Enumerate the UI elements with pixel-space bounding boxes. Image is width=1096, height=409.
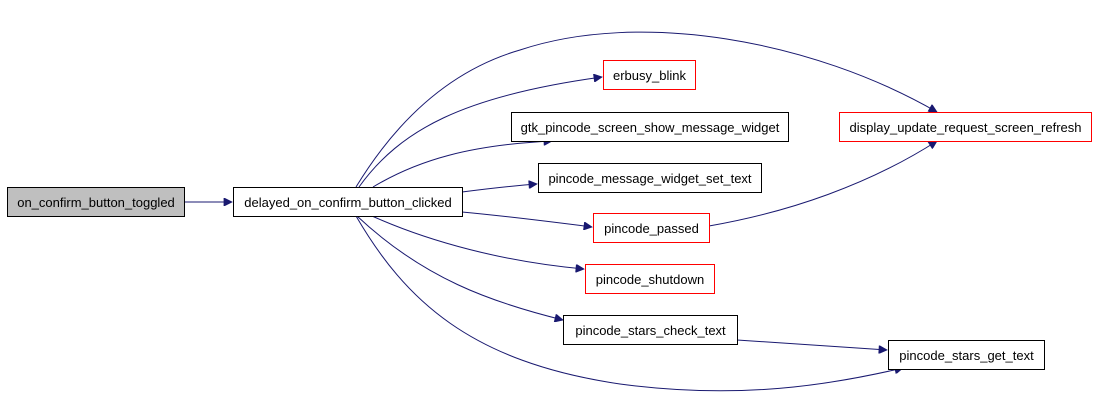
node-label-on_confirm_button_toggled: on_confirm_button_toggled: [17, 195, 175, 210]
node-box-delayed_on_confirm_button_clicked: [233, 187, 463, 217]
edge-delayed_on_confirm_button_clicked-to-erbusy_blink: [358, 77, 602, 188]
node-label-pincode_shutdown: pincode_shutdown: [596, 272, 704, 287]
node-label-erbusy_blink: erbusy_blink: [613, 68, 686, 83]
edge-delayed_on_confirm_button_clicked-to-pincode_stars_check_text: [356, 215, 563, 320]
edge-delayed_on_confirm_button_clicked-to-pincode_passed: [461, 211, 592, 227]
node-box-display_update_request_screen_refresh: [839, 112, 1092, 142]
node-box-pincode_passed: [593, 213, 710, 243]
node-gtk_pincode_screen_show_message_widget[interactable]: gtk_pincode_screen_show_message_widget: [511, 112, 789, 142]
edge-delayed_on_confirm_button_clicked-to-pincode_stars_get_text: [355, 215, 903, 392]
node-label-pincode_stars_check_text: pincode_stars_check_text: [575, 323, 726, 338]
edge-delayed_on_confirm_button_clicked-to-gtk_pincode_screen_show_message_widget: [372, 141, 552, 188]
edge-pincode_stars_check_text-to-pincode_stars_get_text: [736, 339, 887, 350]
node-pincode_passed[interactable]: pincode_passed: [593, 213, 710, 243]
edge-delayed_on_confirm_button_clicked-to-pincode_shutdown: [371, 215, 584, 269]
node-box-pincode_stars_check_text: [563, 315, 738, 345]
node-pincode_message_widget_set_text[interactable]: pincode_message_widget_set_text: [538, 163, 762, 193]
nodes-layer: on_confirm_button_toggled delayed_on_conf…: [7, 60, 1092, 370]
node-box-erbusy_blink: [603, 60, 696, 90]
node-pincode_shutdown[interactable]: pincode_shutdown: [585, 264, 715, 294]
edges-layer: [183, 31, 937, 392]
node-on_confirm_button_toggled: on_confirm_button_toggled: [7, 187, 185, 217]
node-label-pincode_stars_get_text: pincode_stars_get_text: [899, 348, 1034, 363]
node-pincode_stars_check_text[interactable]: pincode_stars_check_text: [563, 315, 738, 345]
node-box-pincode_stars_get_text: [888, 340, 1045, 370]
node-box-gtk_pincode_screen_show_message_widget: [511, 112, 789, 142]
node-delayed_on_confirm_button_clicked[interactable]: delayed_on_confirm_button_clicked: [233, 187, 463, 217]
node-box-pincode_shutdown: [585, 264, 715, 294]
node-display_update_request_screen_refresh[interactable]: display_update_request_screen_refresh: [839, 112, 1092, 142]
edge-pincode_passed-to-display_update_request_screen_refresh: [708, 141, 937, 227]
node-label-pincode_message_widget_set_text: pincode_message_widget_set_text: [548, 171, 751, 186]
node-pincode_stars_get_text[interactable]: pincode_stars_get_text: [888, 340, 1045, 370]
node-label-pincode_passed: pincode_passed: [604, 221, 699, 236]
edge-delayed_on_confirm_button_clicked-to-pincode_message_widget_set_text: [461, 184, 537, 193]
node-erbusy_blink[interactable]: erbusy_blink: [603, 60, 696, 90]
node-box-on_confirm_button_toggled: [7, 187, 185, 217]
node-box-pincode_message_widget_set_text: [538, 163, 762, 193]
node-label-display_update_request_screen_refresh: display_update_request_screen_refresh: [850, 120, 1082, 135]
node-label-delayed_on_confirm_button_clicked: delayed_on_confirm_button_clicked: [244, 195, 451, 210]
edge-delayed_on_confirm_button_clicked-to-display_update_request_screen_refresh: [355, 31, 937, 188]
node-label-gtk_pincode_screen_show_message_widget: gtk_pincode_screen_show_message_widget: [521, 120, 780, 135]
